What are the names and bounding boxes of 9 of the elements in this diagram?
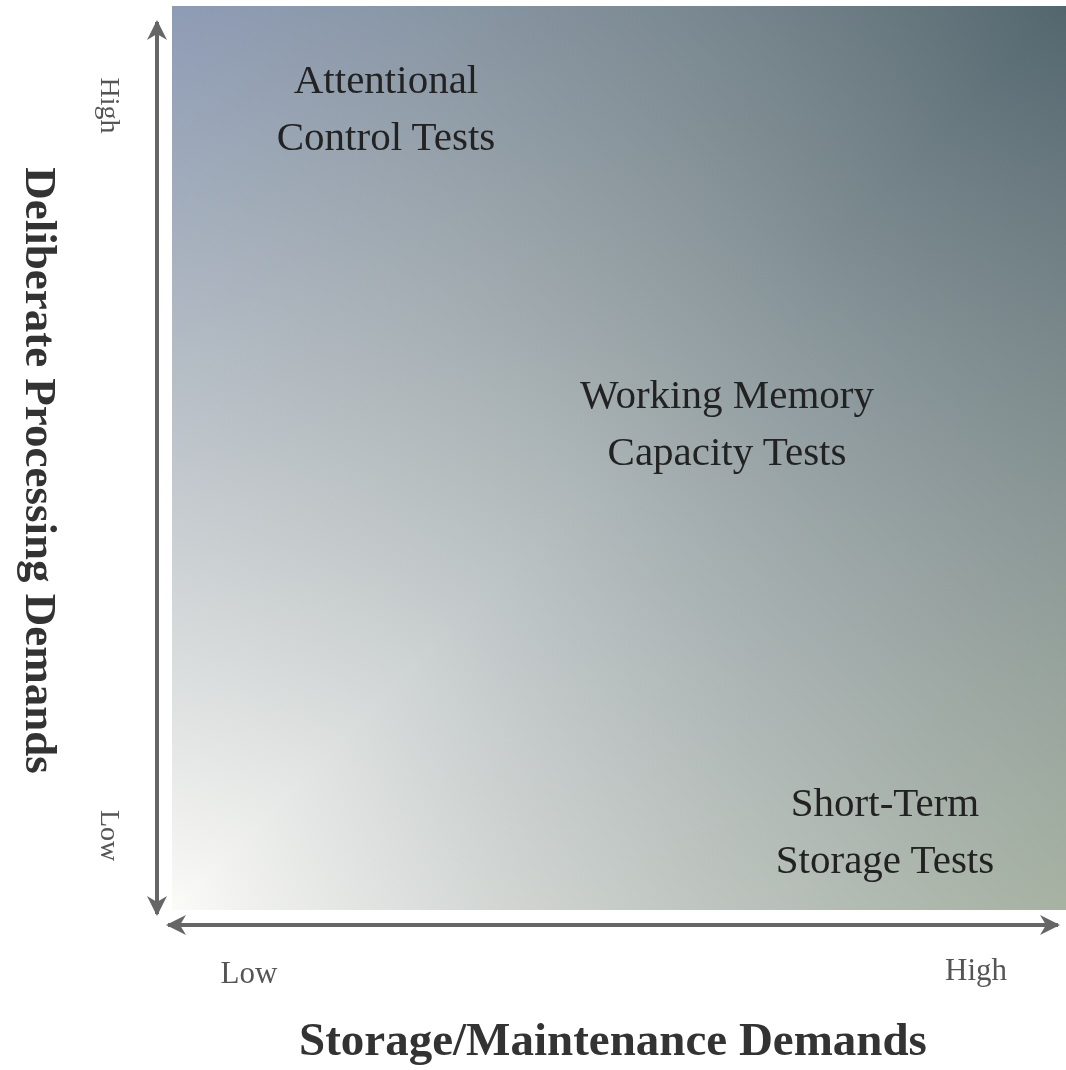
region-label: Short-Term Storage Tests	[774, 777, 996, 884]
axis-tick-label: High	[93, 77, 127, 134]
region-label: Attentional Control Tests	[275, 54, 497, 161]
axis-title: Deliberate Processing Demands	[14, 166, 67, 774]
axis-title: Storage/Maintenance Demands	[299, 1012, 927, 1067]
axis-tick-label: Low	[93, 809, 127, 861]
region-label: Working Memory Capacity Tests	[579, 369, 875, 476]
axis-tick-label: High	[945, 950, 1007, 989]
axis-tick-label: Low	[220, 953, 278, 992]
